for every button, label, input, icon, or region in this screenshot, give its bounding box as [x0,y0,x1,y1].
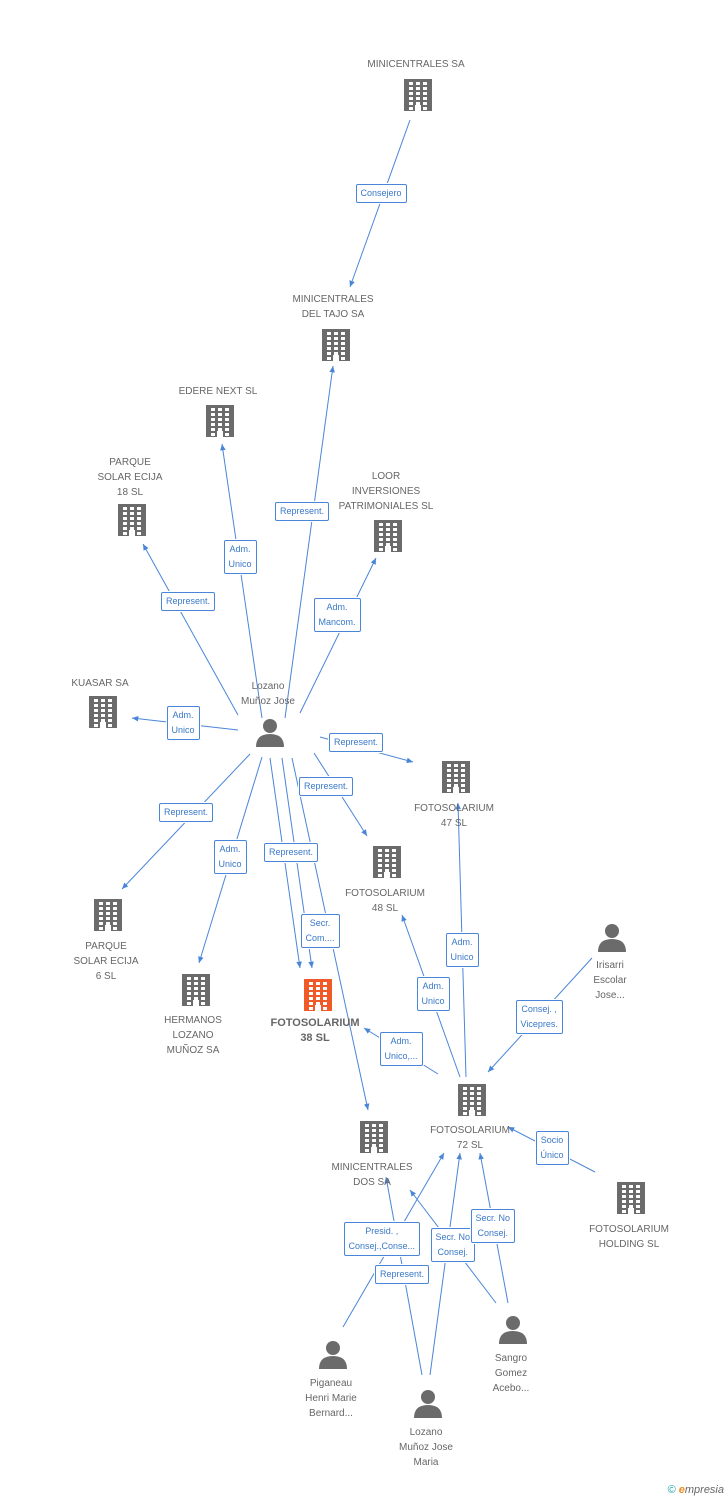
person-icon[interactable] [598,924,626,952]
footer-brand: © empresia [668,1484,724,1496]
node-label[interactable]: MINICENTRALES DOS SA [331,1162,413,1188]
edge-label[interactable]: Adm. Unico [166,706,200,740]
node-label[interactable]: Lozano Muñoz Jose [241,681,295,707]
edge-lozano-to-loor [299,557,377,714]
edge-label[interactable]: Represent. [299,776,354,796]
building-icon[interactable] [404,79,432,111]
node-label[interactable]: FOTOSOLARIUM HOLDING SL [589,1224,669,1250]
edge-label[interactable]: Secr. Com.... [300,914,340,948]
edge-label[interactable]: Represent. [159,802,214,822]
edge-lozano-to-foto38 [269,757,302,969]
edge-label[interactable]: Adm. Mancom. [313,598,361,632]
edge-label[interactable]: Adm. Unico [223,540,257,574]
node-label[interactable]: FOTOSOLARIUM 72 SL [430,1125,510,1151]
node-label[interactable]: PARQUE SOLAR ECIJA 18 SL [97,457,163,498]
node-label[interactable]: EDERE NEXT SL [178,386,258,397]
node-label[interactable]: FOTOSOLARIUM 47 SL [414,803,494,829]
node-label[interactable]: KUASAR SA [71,678,129,689]
copyright-symbol: © [667,1484,676,1496]
building-icon[interactable] [182,974,210,1006]
edge-lozano-to-edere [220,443,263,719]
edge-label[interactable]: Represent. [275,501,330,521]
node-label[interactable]: FOTOSOLARIUM 38 SL [270,1017,360,1044]
building-icon[interactable] [374,520,402,552]
edge-label[interactable]: Consejero [355,183,407,203]
building-icon[interactable] [458,1084,486,1116]
node-label[interactable]: Piganeau Henri Marie Bernard... [305,1378,357,1419]
edge-label[interactable]: Represent. [161,591,216,611]
edge-label[interactable]: Adm. Unico,... [379,1032,423,1066]
person-icon[interactable] [414,1390,442,1418]
node-label[interactable]: Sangro Gomez Acebo... [492,1353,530,1394]
node-label[interactable]: LOOR INVERSIONES PATRIMONIALES SL [338,471,434,512]
edge-lozano-to-minicentrales_tajo [284,365,335,719]
edge-label[interactable]: Adm. Unico [445,933,479,967]
node-label[interactable]: MINICENTRALES SA [367,59,465,70]
building-icon[interactable] [322,329,350,361]
edge-label[interactable]: Adm. Unico [416,977,450,1011]
building-icon[interactable] [373,846,401,878]
edge-label[interactable]: Represent. [329,732,384,752]
node-label[interactable]: PARQUE SOLAR ECIJA 6 SL [73,941,139,982]
building-icon[interactable] [304,979,332,1011]
edge-lozano-to-parque18 [142,543,239,716]
person-icon[interactable] [256,719,284,747]
person-icon[interactable] [499,1316,527,1344]
edge-label[interactable]: Secr. No Consej. [430,1228,476,1262]
node-label[interactable]: FOTOSOLARIUM 48 SL [345,888,425,914]
edge-label[interactable]: Adm. Unico [213,840,247,874]
brand-logo-initial: e [678,1484,685,1496]
edge-label[interactable]: Socio Único [535,1131,569,1165]
building-icon[interactable] [94,899,122,931]
building-icon[interactable] [118,504,146,536]
building-icon[interactable] [89,696,117,728]
edge-lozano_maria-to-foto72 [429,1152,462,1376]
building-icon[interactable] [442,761,470,793]
node-label[interactable]: MINICENTRALES DEL TAJO SA [292,294,374,320]
node-label[interactable]: Irisarri Escolar Jose... [593,960,627,1001]
edge-lozano-to-parque6 [121,753,251,890]
brand-name: mpresia [684,1484,724,1496]
person-icon[interactable] [319,1341,347,1369]
edge-label[interactable]: Represent. [264,842,319,862]
edge-label[interactable]: Secr. No Consej. [470,1209,516,1243]
edge-minicentrales_sa-to-minicentrales_tajo [349,119,411,288]
node-label[interactable]: Lozano Muñoz Jose Maria [399,1427,453,1468]
node-label[interactable]: HERMANOS LOZANO MUÑOZ SA [164,1015,222,1056]
building-icon[interactable] [617,1182,645,1214]
building-icon[interactable] [360,1121,388,1153]
building-icon[interactable] [206,405,234,437]
edge-label[interactable]: Represent. [375,1264,430,1284]
edge-label[interactable]: Consej. , Vicepres. [515,1000,563,1034]
edge-label[interactable]: Presid. , Consej.,Conse... [343,1222,421,1256]
